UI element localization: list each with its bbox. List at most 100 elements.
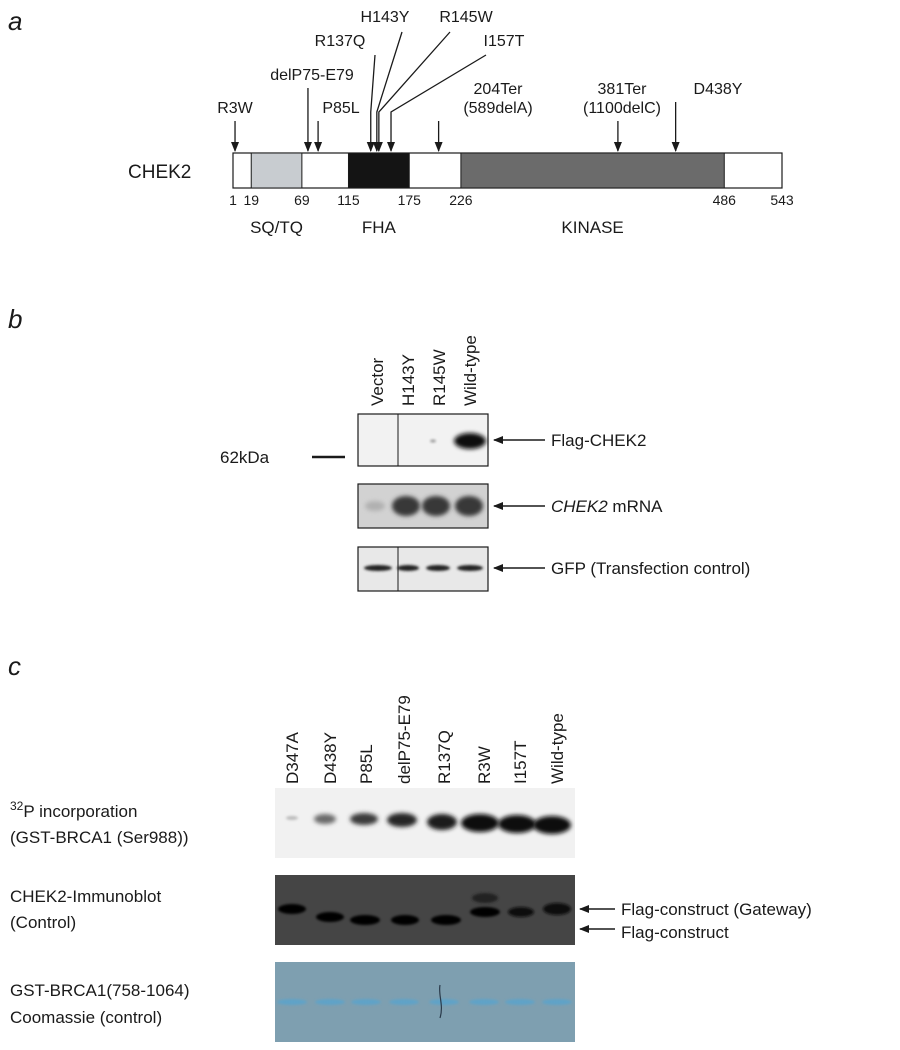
mutation-arrow	[374, 31, 451, 152]
blot-band	[472, 893, 498, 903]
mutation-label: R137Q	[315, 33, 366, 50]
row-label-32p: 32P incorporation	[10, 799, 137, 821]
domain-labels: SQ/TQ FHA KINASE	[250, 218, 624, 237]
lane-label: H143Y	[399, 354, 418, 406]
row-label-coomassie-sub: Coomassie (control)	[10, 1008, 162, 1027]
lane-label: P85L	[357, 744, 376, 784]
blot-band	[430, 439, 436, 443]
blot-band	[457, 565, 483, 571]
gel-scratch	[438, 984, 443, 1019]
blot-band	[508, 907, 534, 917]
mutation-marker: H143Y	[361, 9, 410, 152]
panel-c: c D347A D438Y P85L delP75-E79 R137Q R3W I157T W…	[8, 651, 812, 1042]
mutation-label: R145W	[439, 9, 493, 26]
label-flag-chek2: Flag-CHEK2	[551, 431, 646, 450]
position-label: 115	[337, 192, 360, 208]
mutation-marker: R145W	[374, 9, 494, 152]
domain-sq-tq	[250, 152, 303, 189]
mutation-label: D438Y	[694, 81, 743, 98]
coomassie-band	[469, 999, 499, 1005]
blot-band	[365, 501, 385, 511]
blot-band	[350, 915, 380, 925]
mutation-marker: R3W	[217, 100, 254, 152]
lane-label: R145W	[430, 349, 449, 406]
mutation-label: P85L	[322, 100, 359, 117]
lane-label: R137Q	[435, 730, 454, 784]
lane-label: I157T	[511, 741, 530, 784]
lane-label: D438Y	[321, 732, 340, 784]
lane-label: R3W	[475, 746, 494, 784]
lane-label: Wild-type	[548, 713, 567, 784]
position-label: 226	[449, 192, 473, 208]
blot-band	[533, 816, 571, 834]
blot-coomassie	[275, 962, 575, 1042]
blot-band	[397, 565, 419, 571]
position-label: 69	[294, 192, 310, 208]
coomassie-bands	[277, 999, 572, 1005]
blot-band	[427, 814, 457, 830]
blot-b-lane-labels: Vector H143Y R145W Wild-type	[368, 335, 480, 406]
blot-band	[543, 903, 571, 915]
blot-gfp: GFP (Transfection control)	[357, 546, 750, 592]
blot-band	[454, 433, 486, 449]
blot-band	[278, 904, 306, 914]
mutation-label: I157T	[484, 33, 525, 50]
panel-c-letter: c	[8, 651, 21, 681]
mutation-label: delP75-E79	[270, 67, 354, 84]
blot-band	[391, 915, 419, 925]
panel-b-letter: b	[8, 304, 22, 334]
domain-label: KINASE	[561, 218, 623, 237]
domain-bar	[232, 152, 783, 189]
position-label: 486	[713, 192, 737, 208]
coomassie-band	[505, 999, 535, 1005]
coomassie-band	[429, 999, 459, 1005]
blot-band	[364, 565, 392, 571]
label-chek2-mrna: CHEK2 mRNA	[551, 497, 663, 516]
row-label-immunoblot: CHEK2-Immunoblot	[10, 887, 161, 906]
blot-band	[314, 814, 336, 824]
blot-band	[426, 565, 450, 571]
label-flag-construct: Flag-construct	[621, 923, 729, 942]
blot-band	[316, 912, 344, 922]
mutation-marker: I157T	[387, 33, 525, 152]
blot-band	[387, 813, 417, 827]
coomassie-band	[351, 999, 381, 1005]
domain-label: FHA	[362, 218, 397, 237]
blot-band	[286, 816, 298, 820]
blot-c-lane-labels: D347A D438Y P85L delP75-E79 R137Q R3W I157T Wil…	[283, 695, 567, 784]
coomassie-band	[277, 999, 307, 1005]
coomassie-band	[389, 999, 419, 1005]
row-label-immunoblot-sub: (Control)	[10, 913, 76, 932]
mutation-label: R3W	[217, 100, 253, 117]
position-label: 19	[243, 192, 259, 208]
lane-label: D347A	[283, 731, 302, 784]
blot-band	[431, 915, 461, 925]
marker-62kda: 62kDa	[220, 448, 270, 467]
lane-label: Wild-type	[461, 335, 480, 406]
mutation-marker: D438Y	[671, 81, 743, 152]
coomassie-band	[315, 999, 345, 1005]
row-label-32p-sub: (GST-BRCA1 (Ser988))	[10, 828, 189, 847]
protein-name: CHEK2	[128, 162, 191, 183]
coomassie-band	[542, 999, 572, 1005]
mutation-label: 381Ter(1100delC)	[583, 81, 661, 117]
mutation-label: 204Ter(589delA)	[463, 81, 532, 117]
domain-label: SQ/TQ	[250, 218, 303, 237]
label-gfp: GFP (Transfection control)	[551, 559, 750, 578]
blot-band	[461, 814, 499, 832]
label-flag-construct-gateway: Flag-construct (Gateway)	[621, 900, 812, 919]
lane-label: Vector	[368, 357, 387, 406]
mutation-marker: R137Q	[315, 33, 376, 152]
panel-a-letter: a	[8, 6, 22, 36]
mutation-marker: delP75-E79	[270, 67, 354, 152]
position-label: 543	[770, 192, 794, 208]
row-label-coomassie: GST-BRCA1(758-1064)	[10, 981, 190, 1000]
lane-label: delP75-E79	[395, 695, 414, 784]
mutation-marker: 204Ter(589delA)	[434, 81, 533, 152]
mutation-label: H143Y	[361, 9, 410, 26]
position-label: 175	[398, 192, 422, 208]
blot-flag-chek2: Flag-CHEK2	[357, 413, 646, 467]
